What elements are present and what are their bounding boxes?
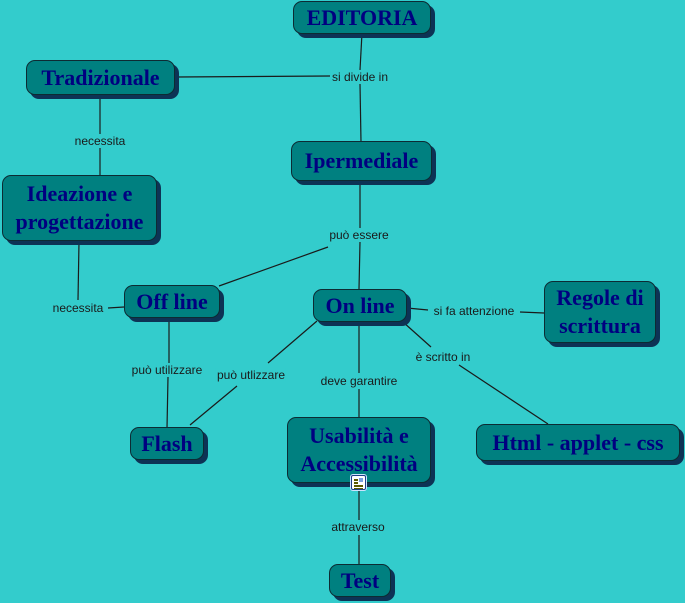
link-label-necessita-1: necessita	[73, 134, 127, 148]
link-label-puo-utilizzare-1: può utilizzare	[130, 363, 204, 377]
document-image-thumb	[359, 478, 363, 482]
line-puo-utilizzare-flash	[166, 376, 169, 429]
node-ipermediale[interactable]: Ipermediale	[291, 141, 432, 181]
line-e-scritto-in-html	[458, 364, 549, 425]
link-label-puo-essere: può essere	[328, 228, 390, 242]
line-ideazione-necessita	[77, 241, 80, 301]
link-label-necessita-2: necessita	[51, 301, 105, 315]
link-label-si-divide-in: si divide in	[330, 70, 390, 84]
node-html-applet-css[interactable]: Html - applet - css	[476, 424, 680, 461]
link-label-deve-garantire: deve garantire	[319, 374, 399, 388]
document-line	[354, 479, 358, 481]
node-tradizionale[interactable]: Tradizionale	[26, 60, 175, 95]
node-editoria[interactable]: EDITORIA	[293, 1, 431, 34]
link-label-e-scritto-in: è scritto in	[414, 350, 472, 364]
document-line	[354, 487, 363, 489]
document-icon[interactable]	[351, 475, 366, 490]
line-puo-utlizzare-flash	[189, 385, 238, 426]
line-puo-essere-offline	[218, 246, 329, 287]
node-on-line[interactable]: On line	[313, 289, 407, 322]
node-off-line[interactable]: Off line	[124, 285, 220, 318]
line-editoria-si-divide-in	[359, 32, 363, 71]
line-necessita-offline	[107, 306, 125, 309]
node-usabilita-e-accessibilita[interactable]: Usabilità e Accessibilità	[287, 417, 431, 483]
link-label-puo-utilizzare-2: può utlizzare	[215, 368, 287, 382]
line-online-e-scritto-in	[402, 321, 432, 348]
document-line	[354, 482, 358, 484]
line-online-puo-utlizzare	[267, 320, 318, 364]
line-si-divide-in-tradizionale	[175, 75, 331, 78]
link-label-attraverso: attraverso	[330, 520, 386, 534]
node-flash[interactable]: Flash	[130, 427, 204, 460]
line-si-fa-attenzione-regole	[519, 311, 545, 314]
node-regole-di-scrittura[interactable]: Regole di scrittura	[544, 281, 656, 343]
line-puo-essere-online	[358, 241, 361, 290]
node-test[interactable]: Test	[329, 564, 391, 597]
line-online-si-fa-attenzione	[406, 307, 429, 311]
link-label-si-fa-attenzione: si fa attenzione	[432, 304, 516, 318]
document-line	[354, 485, 363, 487]
line-si-divide-in-ipermediale	[359, 83, 362, 143]
node-ideazione-e-progettazione[interactable]: Ideazione e progettazione	[2, 175, 157, 241]
